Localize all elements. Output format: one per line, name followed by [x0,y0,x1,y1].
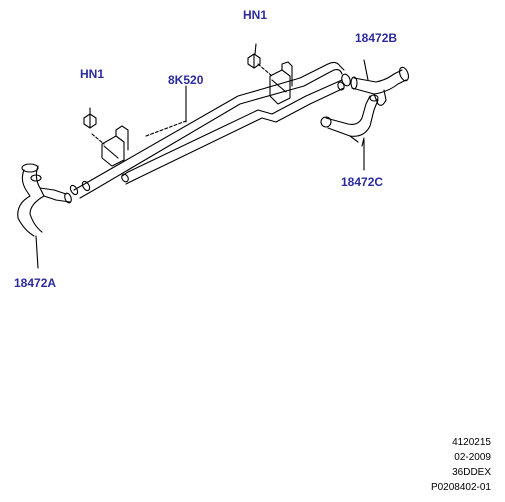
mounting-bracket-left [91,125,129,167]
footer-line-1: 4120215 [452,437,491,448]
callout-hn1-left: HN1 [80,67,105,81]
footer-line-4: P0208402-01 [430,482,491,493]
footer-line-3: 36DDEX [452,467,491,478]
footer-line-2: 02-2009 [454,452,491,463]
callout-hn1-top: HN1 [243,8,268,22]
callout-18472a: 18472A [14,276,57,290]
callout-18472b: 18472B [355,31,398,45]
mounting-bracket-right [257,61,293,105]
hose-18472c [320,94,379,171]
callout-8k520: 8K520 [168,73,204,87]
nut-hn1-left [83,107,97,129]
hose-18472a [17,163,72,269]
nut-hn1-top [247,43,261,69]
tube-assembly-8k520 [69,61,351,199]
callout-18472c: 18472C [341,175,384,189]
hose-18472b [350,59,410,106]
